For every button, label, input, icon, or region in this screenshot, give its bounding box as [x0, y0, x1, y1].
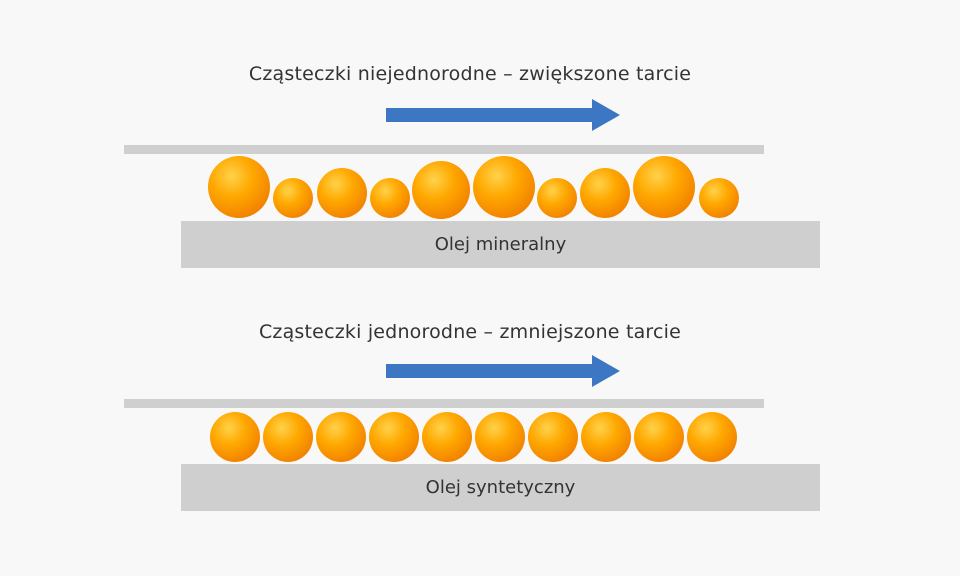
particle	[422, 412, 472, 462]
motion-arrow	[386, 99, 620, 131]
panel-mineral	[124, 99, 764, 219]
particle	[475, 412, 525, 462]
upper-plate	[124, 145, 764, 154]
particle	[316, 412, 366, 462]
particle	[580, 168, 630, 218]
particle	[581, 412, 631, 462]
particle	[208, 156, 270, 218]
particle	[633, 156, 695, 218]
upper-plate	[124, 399, 764, 408]
particle	[210, 412, 260, 462]
particle	[317, 168, 367, 218]
particle	[528, 412, 578, 462]
particle	[634, 412, 684, 462]
particle	[370, 178, 410, 218]
particle	[699, 178, 739, 218]
particle	[263, 412, 313, 462]
caption-homogeneous: Cząsteczki jednorodne – zmniejszone tarc…	[258, 321, 682, 343]
motion-arrow	[386, 355, 620, 387]
particle	[273, 178, 313, 218]
particle	[412, 161, 470, 219]
particle	[473, 156, 535, 218]
oil-label-synthetic: Olej syntetyczny	[425, 477, 576, 498]
particle	[537, 178, 577, 218]
oil-label-mineral: Olej mineralny	[434, 234, 567, 255]
base-plate-mineral: Olej mineralny	[181, 221, 820, 268]
panel-synthetic	[124, 355, 764, 462]
particle	[687, 412, 737, 462]
base-plate-synthetic: Olej syntetyczny	[181, 464, 820, 511]
particle	[369, 412, 419, 462]
particle-row	[208, 156, 739, 219]
caption-heterogeneous: Cząsteczki niejednorodne – zwiększone ta…	[248, 63, 692, 85]
particle-row	[210, 412, 737, 462]
